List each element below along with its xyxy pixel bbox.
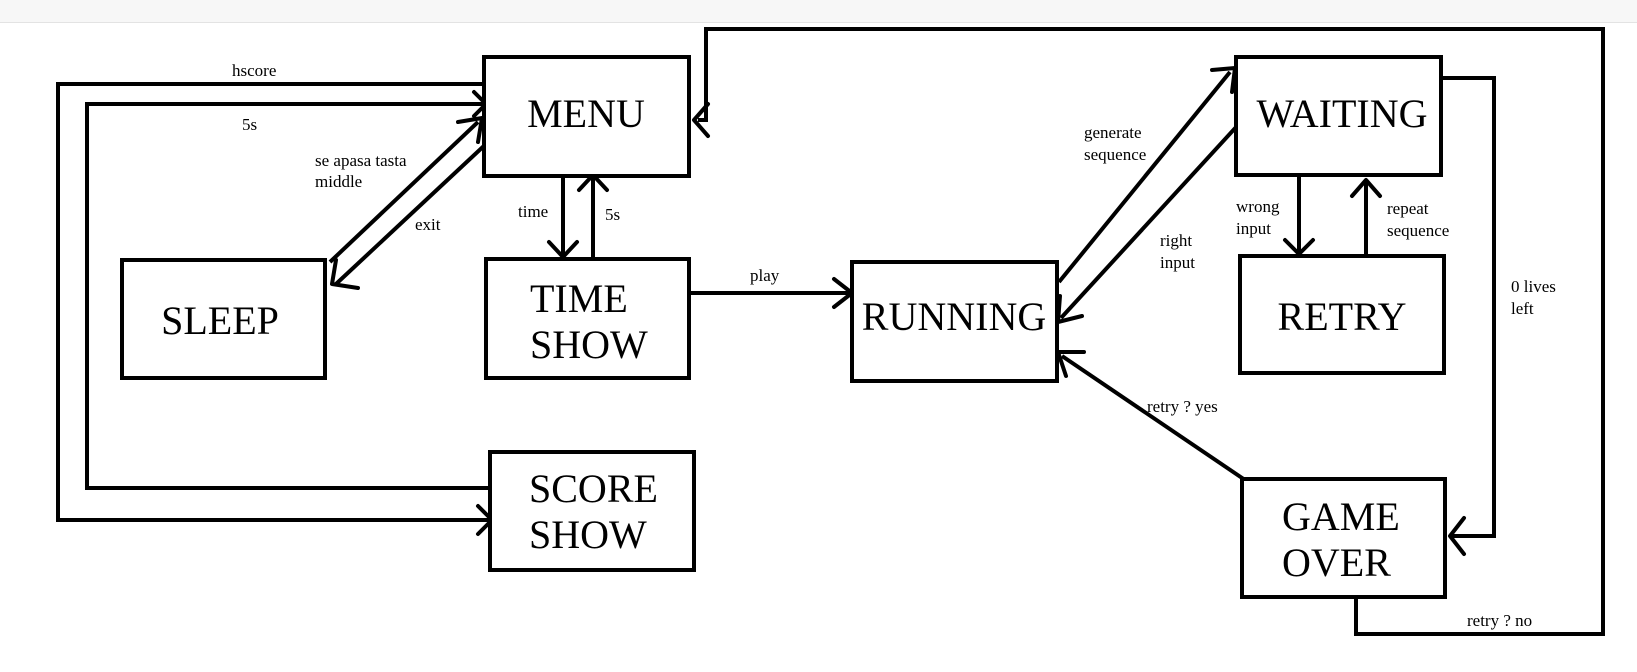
- connectors: [56, 27, 1605, 636]
- state-game-over-label-line1: GAME: [1282, 494, 1400, 539]
- edge-waiting-to-running: [1059, 123, 1240, 320]
- edge-game-over-to-running: [1060, 354, 1250, 484]
- label-retry-no: retry ? no: [1467, 611, 1532, 630]
- edge-game-over-to-menu: [698, 27, 1605, 636]
- state-score-show-label-line2: SHOW: [529, 512, 647, 557]
- edge-sleep-to-menu: [328, 120, 480, 264]
- state-menu-label: MENU: [527, 91, 645, 136]
- label-right-input-line1: right: [1160, 231, 1192, 250]
- state-running: RUNNING: [850, 260, 1059, 383]
- transition-labels: hscore 5s se apasa tasta middle exit tim…: [232, 61, 1556, 630]
- edge-running-to-waiting: [1057, 70, 1232, 284]
- label-score-5s: 5s: [242, 115, 257, 134]
- state-retry: RETRY: [1238, 254, 1446, 375]
- label-time: time: [518, 202, 548, 221]
- state-time-show: TIME SHOW: [484, 257, 691, 380]
- label-lives-line2: left: [1511, 299, 1534, 318]
- state-waiting: WAITING: [1234, 55, 1443, 177]
- state-sleep-label: SLEEP: [161, 298, 279, 343]
- label-play: play: [750, 266, 780, 285]
- label-time-5s: 5s: [605, 205, 620, 224]
- label-right-input-line2: input: [1160, 253, 1195, 272]
- state-score-show: SCORE SHOW: [488, 450, 696, 572]
- state-menu: MENU: [482, 55, 691, 178]
- label-generate-line1: generate: [1084, 123, 1142, 142]
- label-retry-yes: retry ? yes: [1147, 397, 1218, 416]
- label-wrong-input-line2: input: [1236, 219, 1271, 238]
- arrowhead-waiting-repeat: [1350, 178, 1382, 198]
- state-game-over-label-line2: OVER: [1282, 540, 1391, 585]
- label-generate-line2: sequence: [1084, 145, 1146, 164]
- state-game-over: GAME OVER: [1240, 477, 1447, 599]
- edge-menu-to-score-show: [56, 82, 488, 522]
- label-middle-line1: se apasa tasta: [315, 151, 407, 170]
- label-repeat-line2: sequence: [1387, 221, 1449, 240]
- arrowhead-menu-retry-no: [692, 102, 710, 138]
- label-repeat-line1: repeat: [1387, 199, 1429, 218]
- label-hscore: hscore: [232, 61, 276, 80]
- label-exit: exit: [415, 215, 441, 234]
- top-bar: [0, 0, 1637, 23]
- state-score-show-label-line1: SCORE: [529, 466, 658, 511]
- state-time-show-label-line2: SHOW: [530, 322, 648, 367]
- arrowhead-game-over-lives: [1448, 516, 1466, 556]
- state-retry-label: RETRY: [1278, 294, 1407, 339]
- state-running-label: RUNNING: [862, 294, 1046, 339]
- arrowhead-sleep-exit: [330, 258, 360, 290]
- state-sleep: SLEEP: [120, 258, 327, 380]
- edge-score-show-to-menu: [85, 102, 490, 490]
- edge-menu-to-sleep: [334, 142, 488, 286]
- label-middle-line2: middle: [315, 172, 362, 191]
- edge-waiting-to-game-over: [1442, 76, 1496, 538]
- label-lives-line1: 0 lives: [1511, 277, 1556, 296]
- state-time-show-label-line1: TIME: [530, 276, 628, 321]
- label-wrong-input-line1: wrong: [1236, 197, 1280, 216]
- state-waiting-label: WAITING: [1256, 91, 1427, 136]
